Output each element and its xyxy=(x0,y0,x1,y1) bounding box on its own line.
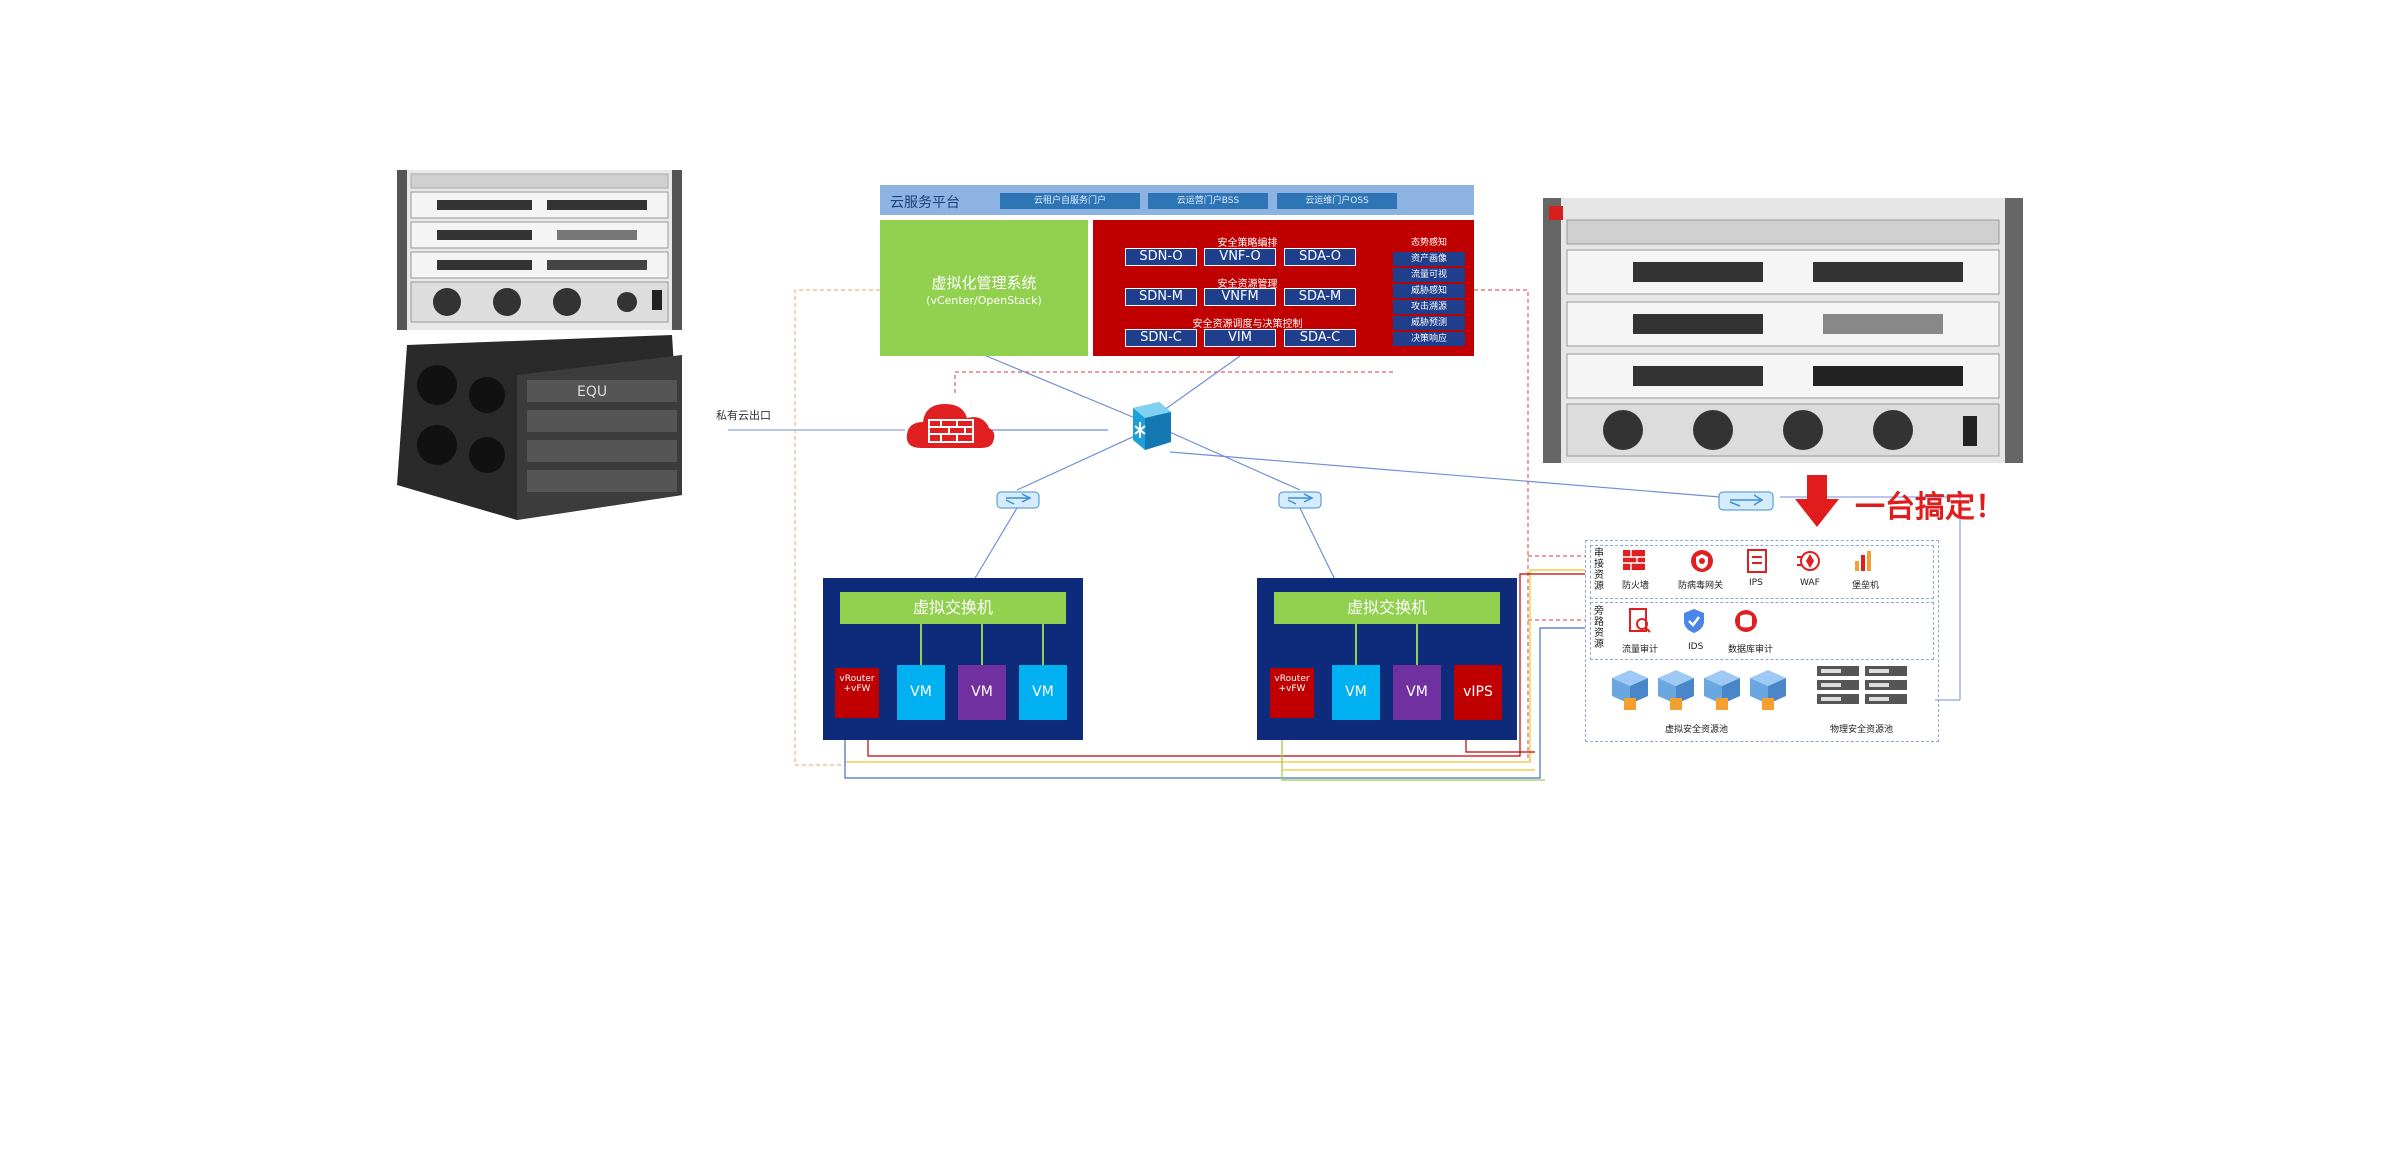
switch-icon xyxy=(1278,488,1322,510)
cloud-platform-title: 云服务平台 xyxy=(890,195,960,211)
portal-oss: 云运维门户OSS xyxy=(1277,193,1397,209)
core-switch-icon xyxy=(1125,400,1175,452)
vrouter-node: vRouter +vFW xyxy=(1270,668,1314,718)
database-audit-icon xyxy=(1734,608,1758,634)
inline-resource-row xyxy=(1590,545,1934,599)
security-chip: VNF-O xyxy=(1204,248,1276,266)
bypass-item-label: IDS xyxy=(1688,642,1704,652)
side-item: 流量可视 xyxy=(1393,268,1465,282)
side-item: 威胁预测 xyxy=(1393,316,1465,330)
ips-icon xyxy=(1746,549,1768,573)
firewall-icon xyxy=(1622,549,1646,571)
security-chip: SDA-C xyxy=(1284,329,1356,347)
firewall-cloud-icon xyxy=(905,398,997,453)
physical-pool-label: 物理安全资源池 xyxy=(1830,725,1894,735)
security-chip: SDN-O xyxy=(1125,248,1197,266)
vm-node: VM xyxy=(1019,665,1067,720)
rack-device-right xyxy=(1543,198,2023,463)
inline-resource-label: 串接资源 xyxy=(1594,548,1604,592)
vswitch-bar-left: 虚拟交换机 xyxy=(840,592,1066,624)
security-chip: VIM xyxy=(1204,329,1276,347)
vrouter-node: vRouter +vFW xyxy=(835,668,879,718)
inline-item-label: IPS xyxy=(1749,578,1763,588)
security-chip: SDN-C xyxy=(1125,329,1197,347)
virtualization-subtitle: (vCenter/OpenStack) xyxy=(926,294,1042,307)
bypass-item-label: 流量审计 xyxy=(1622,645,1659,655)
virtualization-title: 虚拟化管理系统 xyxy=(931,274,1037,292)
ids-icon xyxy=(1682,608,1706,634)
bypass-resource-row xyxy=(1590,602,1934,660)
vm-node: VM xyxy=(1332,665,1380,720)
rack-device-dark: EQU xyxy=(397,335,682,520)
virtual-pool-label: 虚拟安全资源池 xyxy=(1665,725,1729,735)
resource-pool-box xyxy=(1585,540,1939,742)
traffic-audit-icon xyxy=(1628,608,1652,634)
security-chip: SDA-O xyxy=(1284,248,1356,266)
switch-icon xyxy=(996,488,1040,510)
bastion-host-icon xyxy=(1852,549,1876,573)
virtual-pool-icon xyxy=(1610,664,1800,714)
security-chip: VNFM xyxy=(1204,288,1276,306)
bypass-item-label: 数据库审计 xyxy=(1728,645,1774,655)
inline-item-label: WAF xyxy=(1800,578,1820,588)
side-item: 资产画像 xyxy=(1393,252,1465,266)
vips-node: vIPS xyxy=(1454,665,1502,720)
virtualization-mgmt xyxy=(880,220,1088,356)
security-chip: SDN-M xyxy=(1125,288,1197,306)
vm-node: VM xyxy=(1393,665,1441,720)
rack-device-top xyxy=(397,170,682,330)
vswitch-left-links xyxy=(920,624,1044,665)
side-item: 威胁感知 xyxy=(1393,284,1465,298)
private-exit-label: 私有云出口 xyxy=(716,409,771,422)
switch-icon xyxy=(1718,488,1774,512)
side-item: 态势感知 xyxy=(1393,236,1465,250)
down-arrow-icon xyxy=(1795,475,1839,527)
physical-pool-icon xyxy=(1815,664,1911,716)
security-chip: SDA-M xyxy=(1284,288,1356,306)
brand-mark: EQU xyxy=(577,384,607,400)
portal-bss: 云运营门户BSS xyxy=(1148,193,1268,209)
tagline: 一台搞定！ xyxy=(1855,490,2005,525)
vswitch-bar-right: 虚拟交换机 xyxy=(1274,592,1500,624)
security-group-title: 安全资源管理 xyxy=(1217,279,1278,290)
side-item: 决策响应 xyxy=(1393,332,1465,346)
security-group-title: 安全资源调度与决策控制 xyxy=(1192,319,1303,330)
vm-node: VM xyxy=(958,665,1006,720)
antivirus-gateway-icon xyxy=(1690,549,1714,573)
bypass-resource-label: 旁路资源 xyxy=(1594,606,1604,650)
side-item: 攻击溯源 xyxy=(1393,300,1465,314)
inline-item-label: 堡垒机 xyxy=(1852,581,1880,591)
inline-item-label: 防病毒网关 xyxy=(1678,581,1724,591)
portal-tenant: 云租户自服务门户 xyxy=(1000,193,1140,209)
inline-item-label: 防火墙 xyxy=(1622,581,1650,591)
waf-icon xyxy=(1796,549,1822,573)
vm-node: VM xyxy=(897,665,945,720)
security-group-title: 安全策略编排 xyxy=(1217,238,1278,249)
vswitch-right-links xyxy=(1355,624,1418,665)
